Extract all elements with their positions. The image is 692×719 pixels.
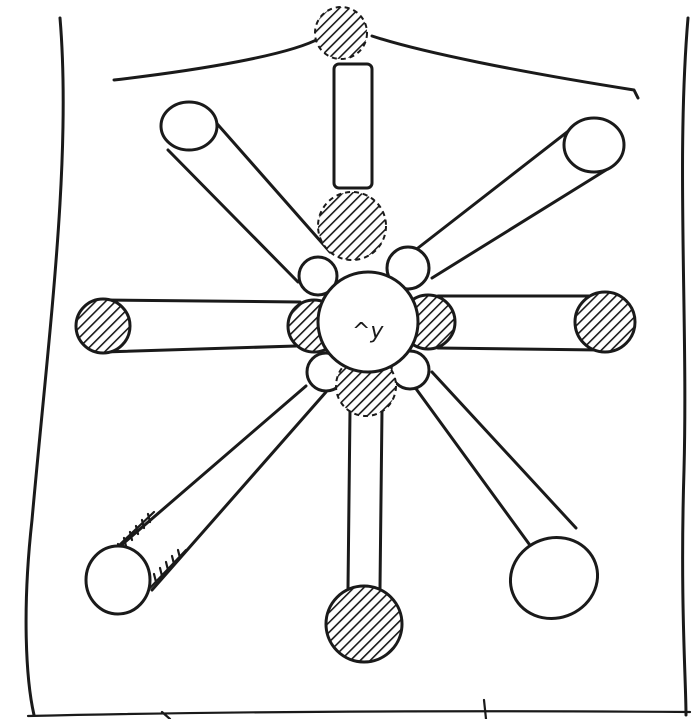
lower-right-arm	[414, 372, 609, 631]
top-hatched-node	[315, 7, 367, 59]
right-hatched-node	[575, 292, 635, 352]
frame-right-line	[683, 18, 688, 715]
neck-hatched-node	[318, 192, 386, 260]
frame-left-line	[26, 18, 63, 715]
top-arc-line	[114, 36, 638, 98]
upper-left-arm	[161, 102, 330, 282]
bottom-hatched-node	[326, 586, 402, 662]
right-horizontal-arm	[438, 292, 635, 352]
bottom-vertical-arm	[326, 410, 402, 662]
top-vertical-bar	[334, 64, 372, 188]
hub-label: ^y	[352, 319, 384, 344]
frame-bottom-tick	[162, 700, 486, 719]
upper-right-arm	[418, 118, 624, 278]
left-hatched-node	[76, 299, 130, 353]
left-horizontal-arm	[76, 299, 300, 353]
lower-left-arm	[86, 386, 326, 614]
frame-bottom-line	[28, 711, 690, 716]
